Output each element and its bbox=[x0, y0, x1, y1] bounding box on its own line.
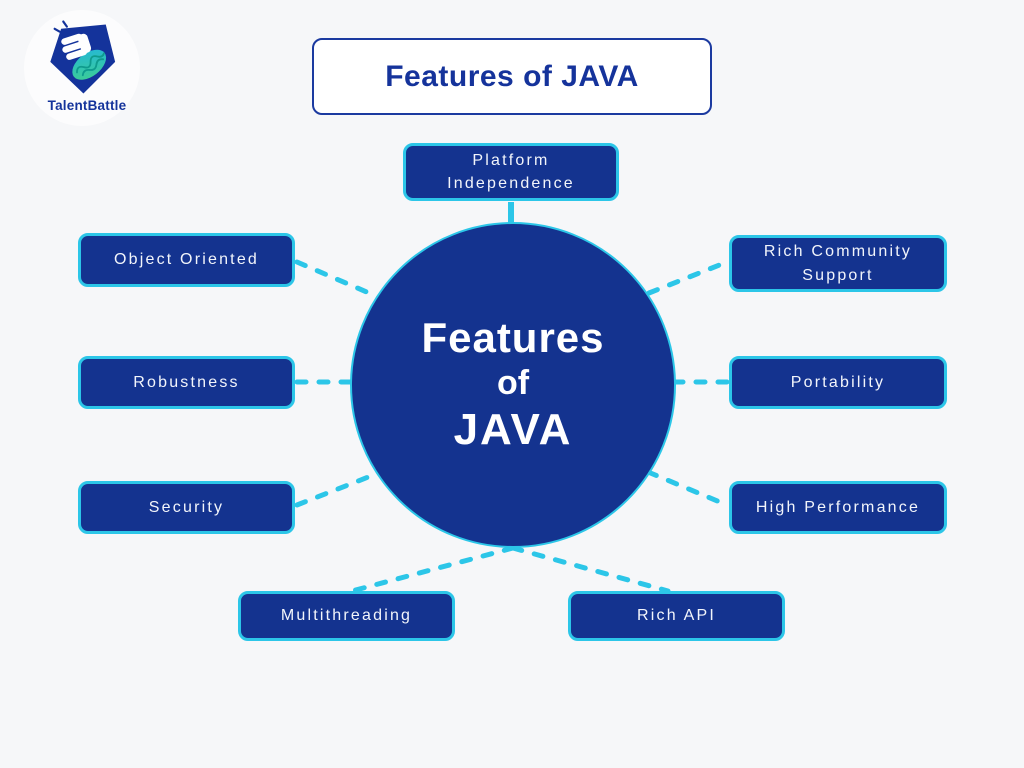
connector-multithreading bbox=[349, 545, 516, 594]
talentbattle-logo: TalentBattle bbox=[22, 8, 152, 128]
feature-label: High Performance bbox=[755, 498, 921, 516]
feature-node-portability: Portability bbox=[729, 356, 947, 409]
feature-label: Security bbox=[148, 498, 225, 516]
connector-high-performance bbox=[645, 469, 730, 508]
page-title: Features of JAVA bbox=[385, 59, 639, 93]
page-title-box: Features of JAVA bbox=[312, 38, 712, 115]
feature-label: Platform Independence bbox=[447, 151, 575, 192]
feature-label: Object Oriented bbox=[113, 251, 260, 269]
feature-node-rich-community-support: Rich Community Support bbox=[729, 235, 947, 292]
feature-node-security: Security bbox=[78, 481, 295, 534]
feature-label: Robustness bbox=[133, 373, 240, 391]
feature-node-multithreading: Multithreading bbox=[238, 591, 455, 641]
connector-object-oriented bbox=[294, 259, 379, 299]
feature-node-high-performance: High Performance bbox=[729, 481, 947, 534]
feature-node-rich-api: Rich API bbox=[568, 591, 785, 641]
feature-node-platform-independence: Platform Independence bbox=[403, 143, 619, 201]
feature-node-object-oriented: Object Oriented bbox=[78, 233, 295, 287]
feature-label: Rich API bbox=[637, 607, 716, 625]
brand-name: TalentBattle bbox=[47, 98, 127, 113]
center-title-line2: of bbox=[496, 363, 530, 402]
connector-rich-api bbox=[510, 545, 671, 594]
feature-node-robustness: Robustness bbox=[78, 356, 295, 409]
center-title-line1: Features bbox=[421, 313, 605, 361]
connector-rich-community-support bbox=[646, 259, 730, 296]
center-title-line3: JAVA bbox=[453, 404, 573, 454]
feature-label: Rich Community Support bbox=[763, 243, 913, 284]
connector-security bbox=[294, 471, 379, 508]
feature-label: Portability bbox=[790, 373, 886, 391]
center-circle: Features of JAVA bbox=[350, 222, 676, 548]
talentbattle-shield-fist-brain-icon bbox=[50, 20, 116, 94]
feature-label: Multithreading bbox=[280, 607, 413, 625]
